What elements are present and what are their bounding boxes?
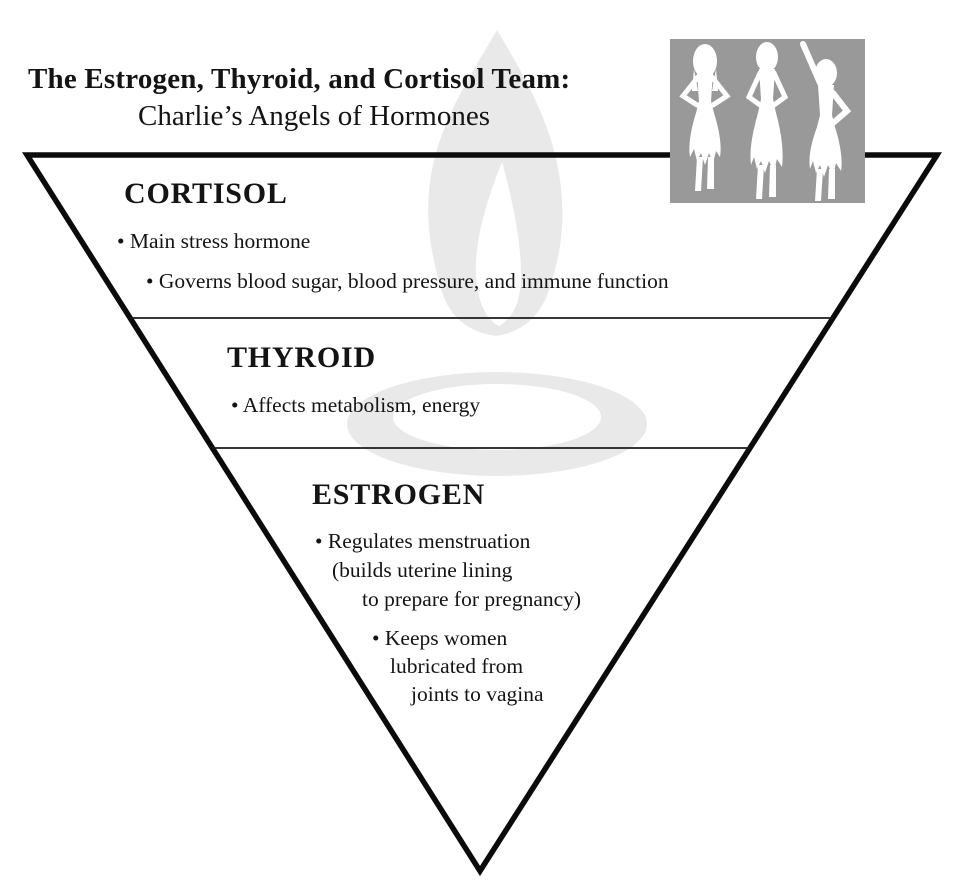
cortisol-bullet-2: • Governs blood sugar, blood pressure, a… xyxy=(146,269,669,293)
estrogen-line-4: • Keeps women xyxy=(372,626,508,650)
estrogen-line-3: to prepare for pregnancy) xyxy=(362,587,582,611)
section-heading-estrogen: ESTROGEN xyxy=(312,478,486,511)
section-heading-thyroid: THYROID xyxy=(227,341,376,374)
page-title: The Estrogen, Thyroid, and Cortisol Team… xyxy=(28,63,571,95)
estrogen-line-2: (builds uterine lining xyxy=(332,558,513,582)
flame-watermark-cutouts xyxy=(393,162,601,450)
estrogen-line-5: lubricated from xyxy=(390,654,524,678)
silhouettes-icon xyxy=(670,39,865,203)
thyroid-bullet-1: • Affects metabolism, energy xyxy=(231,393,481,417)
charlies-angels-photo xyxy=(670,39,865,203)
estrogen-line-6: joints to vagina xyxy=(411,682,544,706)
cortisol-bullet-1: • Main stress hormone xyxy=(117,229,311,253)
page-subtitle: Charlie’s Angels of Hormones xyxy=(138,100,490,132)
pyramid-triangle xyxy=(22,152,943,877)
women-silhouettes xyxy=(679,41,852,201)
estrogen-line-1: • Regulates menstruation xyxy=(315,529,531,553)
section-heading-cortisol: CORTISOL xyxy=(124,177,288,210)
